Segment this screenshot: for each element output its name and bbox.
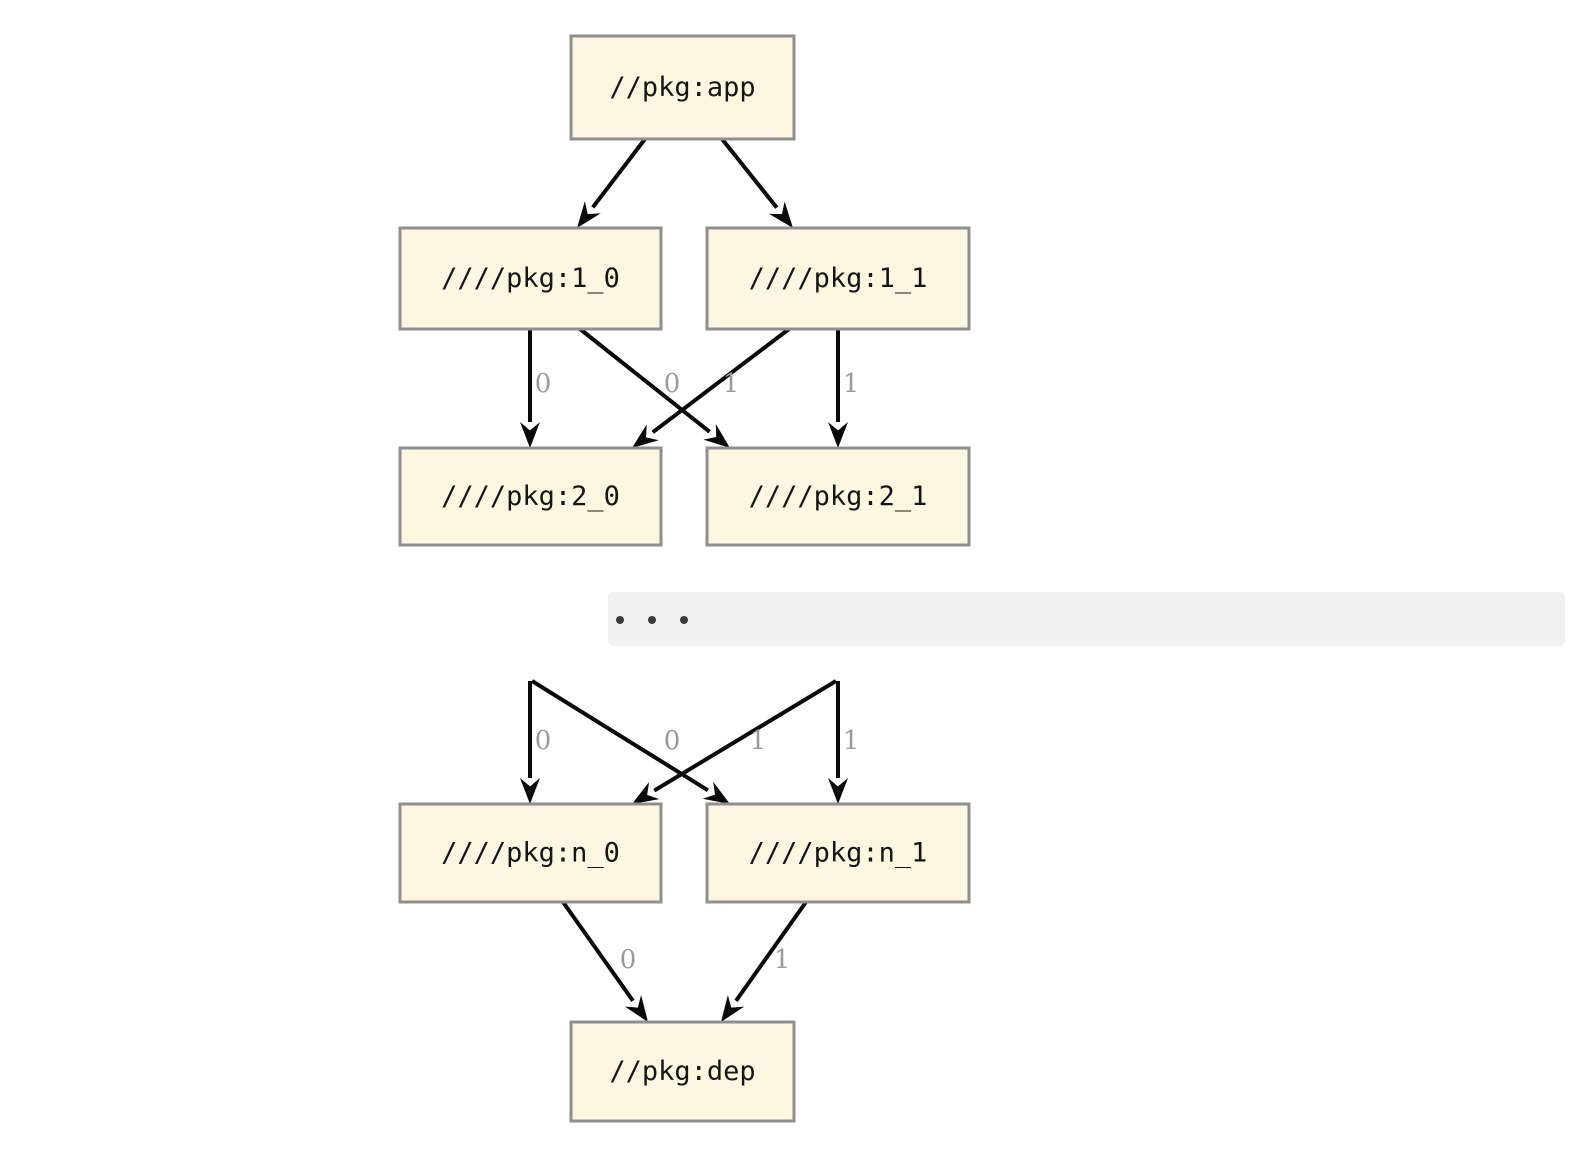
arrowhead-icon	[520, 422, 540, 448]
edge-label-e-elided-n_0-a: 0	[535, 726, 552, 756]
node-box[interactable]	[705, 446, 971, 547]
nodes-layer: //pkg:app ////pkg:1_0 ////pkg:1_1 ////pkg:2…	[398, 34, 971, 1123]
arrowhead-icon	[702, 781, 730, 804]
node-label: //pkg:app	[609, 72, 755, 103]
edge-label-e-elided-n_1-b: 1	[843, 726, 860, 756]
edges-layer	[520, 137, 848, 1022]
node-nn_1[interactable]: ////pkg:n_1	[705, 802, 971, 904]
edge-label-e-1_0-2_0: 0	[535, 369, 552, 399]
node-box[interactable]	[398, 446, 663, 547]
edge-e-n_1-dep	[734, 900, 808, 1002]
elision-dot-0	[616, 616, 624, 624]
node-label: //pkg:dep	[609, 1056, 755, 1087]
arrowhead-icon	[703, 424, 730, 448]
elision-layer	[608, 592, 1565, 646]
node-n1_1[interactable]: ////pkg:1_1	[705, 226, 971, 331]
edge-e-app-1_1	[720, 137, 779, 209]
node-box[interactable]	[398, 226, 663, 331]
node-nn_0[interactable]: ////pkg:n_0	[398, 802, 663, 904]
node-label: ////pkg:2_0	[441, 481, 620, 512]
node-label: ////pkg:n_0	[441, 838, 620, 869]
arrowhead-icon	[577, 201, 601, 228]
arrowhead-icon	[768, 201, 793, 228]
arrowhead-icon	[520, 778, 540, 804]
elision-band	[608, 592, 1565, 646]
edge-e-elided-n_0-b	[653, 679, 838, 793]
node-label: ////pkg:1_1	[749, 263, 928, 294]
node-box[interactable]	[569, 1020, 796, 1123]
edge-label-e-n_0-dep: 0	[620, 945, 637, 975]
node-n2_1[interactable]: ////pkg:2_1	[705, 446, 971, 547]
arrowhead-icon	[828, 422, 848, 448]
edge-label-e-1_0-2_1: 0	[664, 369, 681, 399]
node-n2_0[interactable]: ////pkg:2_0	[398, 446, 663, 547]
node-app[interactable]: //pkg:app	[569, 34, 796, 141]
edge-label-e-elided-n_0-b: 1	[750, 726, 767, 756]
edge-e-app-1_0	[591, 137, 647, 209]
elision-dot-2	[680, 616, 688, 624]
edge-label-e-1_1-2_1: 1	[843, 369, 860, 399]
edge-e-1_1-2_0	[651, 327, 791, 434]
edge-labels-layer: 0 0 1 1 0 0 1 1 0 1	[535, 369, 860, 975]
arrowhead-icon	[721, 995, 745, 1022]
edge-label-e-elided-n_1-a: 0	[664, 726, 681, 756]
edge-label-e-1_1-2_0: 1	[723, 369, 740, 399]
edge-e-elided-n_1-a	[530, 679, 709, 792]
node-box[interactable]	[705, 802, 971, 904]
edge-label-e-n_1-dep: 1	[774, 945, 791, 975]
edge-e-n_0-dep	[561, 900, 635, 1002]
elision-dot-1	[648, 616, 656, 624]
node-n1_0[interactable]: ////pkg:1_0	[398, 226, 663, 331]
node-dep[interactable]: //pkg:dep	[569, 1020, 796, 1123]
arrowhead-icon	[632, 782, 660, 804]
node-box[interactable]	[398, 802, 663, 904]
node-box[interactable]	[705, 226, 971, 331]
node-label: ////pkg:n_1	[749, 838, 928, 869]
node-label: ////pkg:1_0	[441, 263, 620, 294]
arrowhead-icon	[828, 778, 848, 804]
arrowhead-icon	[624, 995, 648, 1022]
arrowhead-icon	[632, 424, 659, 448]
edge-e-1_0-2_1	[578, 327, 711, 434]
node-box[interactable]	[569, 34, 796, 141]
node-label: ////pkg:2_1	[749, 481, 928, 512]
